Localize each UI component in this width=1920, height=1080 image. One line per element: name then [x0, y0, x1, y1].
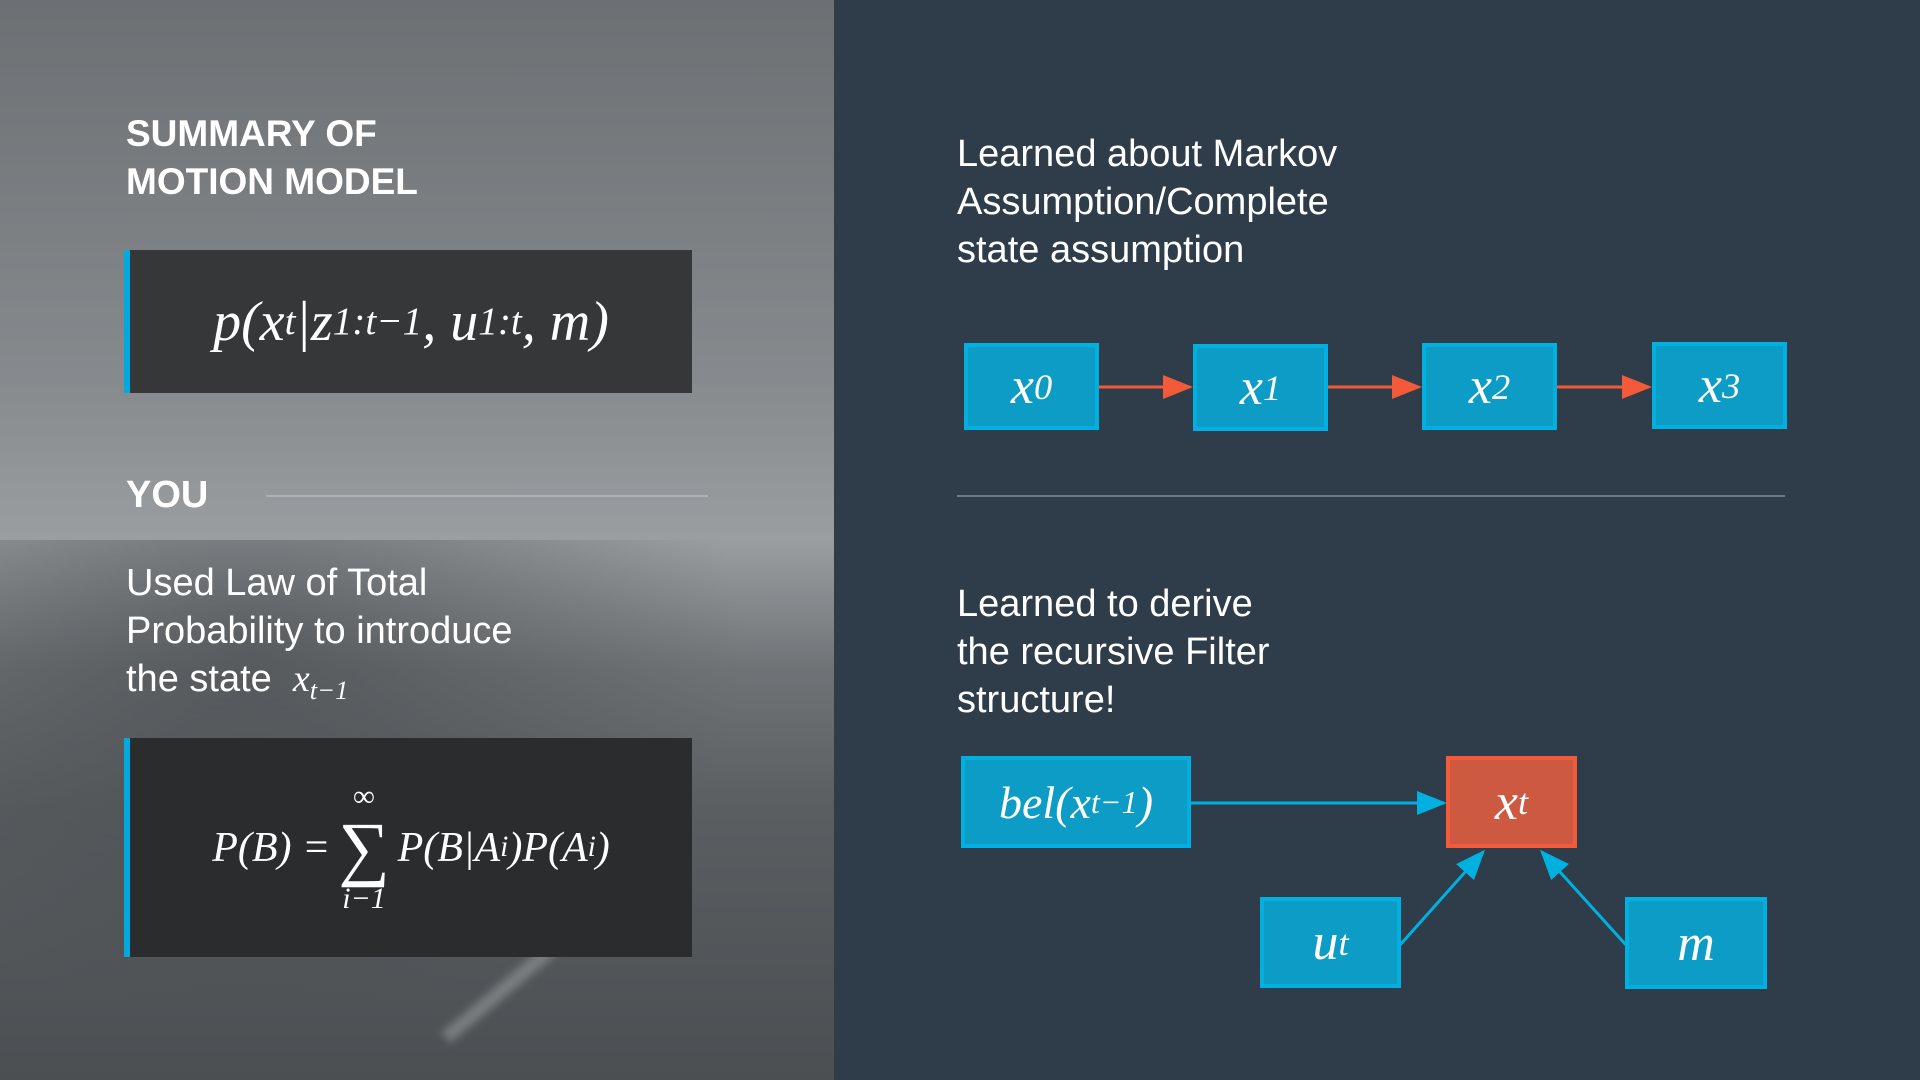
- formula-part: , m): [521, 290, 609, 353]
- summation: ∞ ∑ i−1: [338, 779, 390, 915]
- node-sub: t−1: [1090, 783, 1138, 820]
- body-line: Used Law of Total: [126, 562, 428, 604]
- formula-sub: 1:t−1: [332, 300, 423, 343]
- formula-part: p(x: [213, 290, 285, 353]
- formula-rhs: ): [595, 824, 610, 871]
- formula-sub: 1:t: [478, 300, 522, 343]
- node-var: x: [1494, 773, 1518, 831]
- you-divider: [266, 495, 708, 497]
- node-sub: 0: [1033, 366, 1053, 407]
- node-var: m: [1677, 914, 1715, 972]
- node-sub: 1: [1262, 367, 1282, 408]
- text-line: Learned to derive: [957, 583, 1253, 625]
- ut-to-xt-arrow: [1398, 849, 1485, 946]
- node-var: x: [1010, 358, 1034, 415]
- sum-symbol: ∑: [338, 807, 390, 888]
- formula-sub: i: [587, 831, 596, 863]
- formula-rhs: P(B|A: [397, 824, 501, 871]
- sum-upper: ∞: [353, 779, 375, 813]
- node-var: x: [1239, 359, 1263, 416]
- m-to-xt-arrow: [1539, 849, 1628, 947]
- state-sub: t−1: [309, 674, 349, 705]
- text-line: Assumption/Complete: [957, 181, 1329, 223]
- node-var: bel(x: [998, 776, 1091, 828]
- text-line: the recursive Filter: [957, 631, 1270, 673]
- node-sub: 3: [1721, 365, 1741, 406]
- node-var: ): [1137, 776, 1154, 828]
- text-line: state assumption: [957, 229, 1245, 271]
- body-line: the state: [126, 658, 272, 700]
- formula-part: |z: [295, 290, 333, 353]
- body-line: Probability to introduce: [126, 610, 513, 652]
- section-divider: [957, 495, 1785, 497]
- title-line-1: SUMMARY OF: [126, 113, 377, 154]
- node-var: u: [1312, 914, 1339, 971]
- title-line-2: MOTION MODEL: [126, 161, 418, 202]
- node-sub: t: [1338, 922, 1349, 963]
- formula-part: , u: [422, 290, 479, 353]
- slide-title: SUMMARY OF MOTION MODEL: [126, 110, 418, 206]
- node-sub: t: [1517, 782, 1529, 822]
- formula-rhs: )P(A: [508, 824, 588, 871]
- you-heading: YOU: [126, 474, 209, 516]
- state-var: x: [292, 658, 310, 700]
- formula-sub: t: [284, 300, 296, 343]
- node-var: x: [1468, 358, 1492, 415]
- filter-text: Learned to derive the recursive Filter s…: [957, 580, 1270, 724]
- formula-sub: i: [500, 831, 509, 863]
- state-variable: xt−1: [292, 658, 349, 705]
- formula-lhs: P(B) =: [212, 824, 331, 871]
- text-line: structure!: [957, 679, 1116, 721]
- markov-text: Learned about Markov Assumption/Complete…: [957, 130, 1337, 274]
- text-line: Learned about Markov: [957, 133, 1338, 175]
- total-probability-text: Used Law of Total Probability to introdu…: [126, 559, 513, 714]
- node-var: x: [1698, 357, 1722, 414]
- m-node: m: [1625, 897, 1767, 989]
- node-sub: 2: [1491, 366, 1511, 407]
- sum-lower: i−1: [342, 881, 386, 915]
